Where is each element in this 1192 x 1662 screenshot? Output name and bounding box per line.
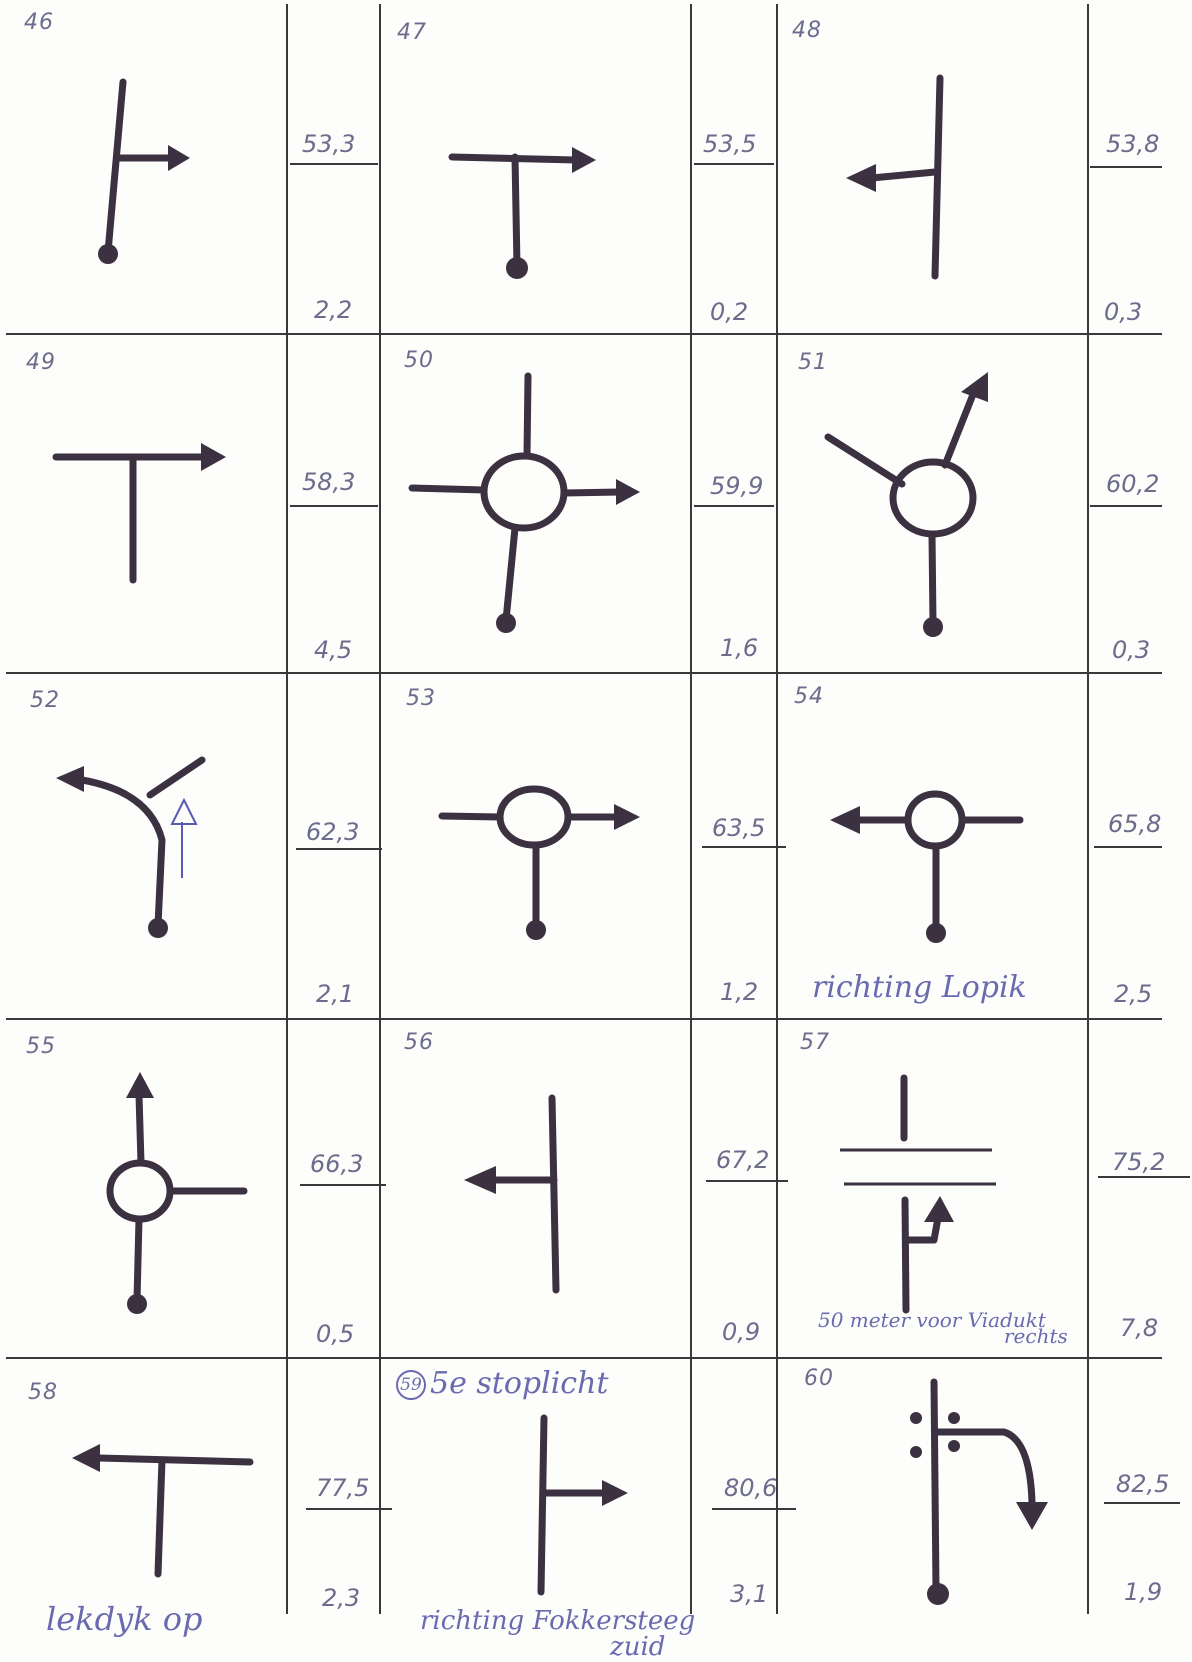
cell-number: 58	[28, 1380, 58, 1405]
distance-separator	[706, 1180, 788, 1182]
total-distance: 53,8	[1106, 130, 1159, 158]
distance-separator	[1090, 505, 1162, 507]
column-divider	[690, 4, 692, 1614]
segment-distance: 0,3	[1104, 298, 1142, 326]
total-distance: 75,2	[1112, 1148, 1165, 1176]
cell-number: 57	[800, 1030, 830, 1055]
segment-distance: 7,8	[1120, 1314, 1158, 1342]
cell-number: 47	[397, 20, 427, 45]
segment-distance: 0,9	[722, 1318, 760, 1346]
distance-separator	[702, 846, 786, 848]
distance-separator	[1094, 846, 1162, 848]
diagram-60	[0, 0, 1, 1]
segment-distance: 0,2	[710, 298, 748, 326]
column-divider	[776, 4, 778, 1614]
note-fokkersteeg: richting Fokkersteeg zuid	[420, 1608, 695, 1660]
total-distance: 59,9	[710, 472, 763, 500]
total-distance: 66,3	[310, 1150, 363, 1178]
distance-separator	[1104, 1502, 1180, 1504]
cell-number: 56	[404, 1030, 434, 1055]
total-distance: 62,3	[306, 818, 359, 846]
cell-number: 60	[804, 1366, 834, 1391]
note-viaduct: 50 meter voor Viadukt rechts	[818, 1312, 1068, 1344]
row-divider	[6, 1357, 1162, 1359]
row-divider	[6, 333, 1162, 335]
distance-separator	[694, 163, 774, 165]
total-distance: 63,5	[712, 814, 765, 842]
total-distance: 60,2	[1106, 470, 1159, 498]
cell-number: 49	[26, 350, 56, 375]
total-distance: 53,3	[302, 130, 355, 158]
distance-separator	[290, 163, 378, 165]
cell-number-circled: 59	[396, 1370, 426, 1400]
total-distance: 67,2	[716, 1146, 769, 1174]
segment-distance: 2,2	[314, 296, 352, 324]
segment-distance: 2,3	[322, 1584, 360, 1612]
note-viaduct-line2: rechts	[1004, 1324, 1068, 1348]
cell-number: 51	[798, 350, 828, 375]
distance-separator	[300, 1184, 386, 1186]
segment-distance: 2,1	[316, 980, 354, 1008]
note-fokkersteeg-line2: zuid	[610, 1632, 665, 1662]
distance-separator	[290, 505, 378, 507]
column-divider	[1087, 4, 1089, 1614]
distance-separator	[1090, 166, 1162, 168]
cell-number: 55	[26, 1034, 56, 1059]
note-lekdijk-op: lekdyk op	[46, 1600, 202, 1638]
total-distance: 58,3	[302, 468, 355, 496]
segment-distance: 2,5	[1114, 980, 1152, 1008]
distance-separator	[712, 1508, 796, 1510]
row-divider	[6, 672, 1162, 674]
column-divider	[286, 4, 288, 1614]
distance-separator	[306, 1508, 392, 1510]
segment-distance: 3,1	[730, 1580, 768, 1608]
segment-distance: 1,9	[1124, 1578, 1162, 1606]
total-distance: 53,5	[703, 130, 756, 158]
distance-separator	[296, 848, 382, 850]
segment-distance: 4,5	[314, 636, 352, 664]
cell-number: 54	[794, 684, 824, 709]
distance-separator	[1098, 1176, 1190, 1178]
total-distance: 65,8	[1108, 810, 1161, 838]
cell-number: 53	[406, 686, 436, 711]
segment-distance: 0,3	[1112, 636, 1150, 664]
segment-distance: 1,2	[720, 978, 758, 1006]
total-distance: 77,5	[316, 1474, 369, 1502]
segment-distance: 0,5	[316, 1320, 354, 1348]
cell-number: 48	[792, 18, 822, 43]
cell-number: 52	[30, 688, 60, 713]
total-distance: 80,6	[724, 1474, 777, 1502]
distance-separator	[694, 505, 774, 507]
note-fifth-traffic-light-text: 5e stoplicht	[430, 1366, 608, 1401]
row-divider	[6, 1018, 1162, 1020]
cell-number: 50	[404, 348, 434, 373]
segment-distance: 1,6	[720, 634, 758, 662]
column-divider	[379, 4, 381, 1614]
cell-number: 46	[24, 10, 54, 35]
total-distance: 82,5	[1116, 1470, 1169, 1498]
note-direction-lopik: richting Lopik	[812, 970, 1027, 1005]
